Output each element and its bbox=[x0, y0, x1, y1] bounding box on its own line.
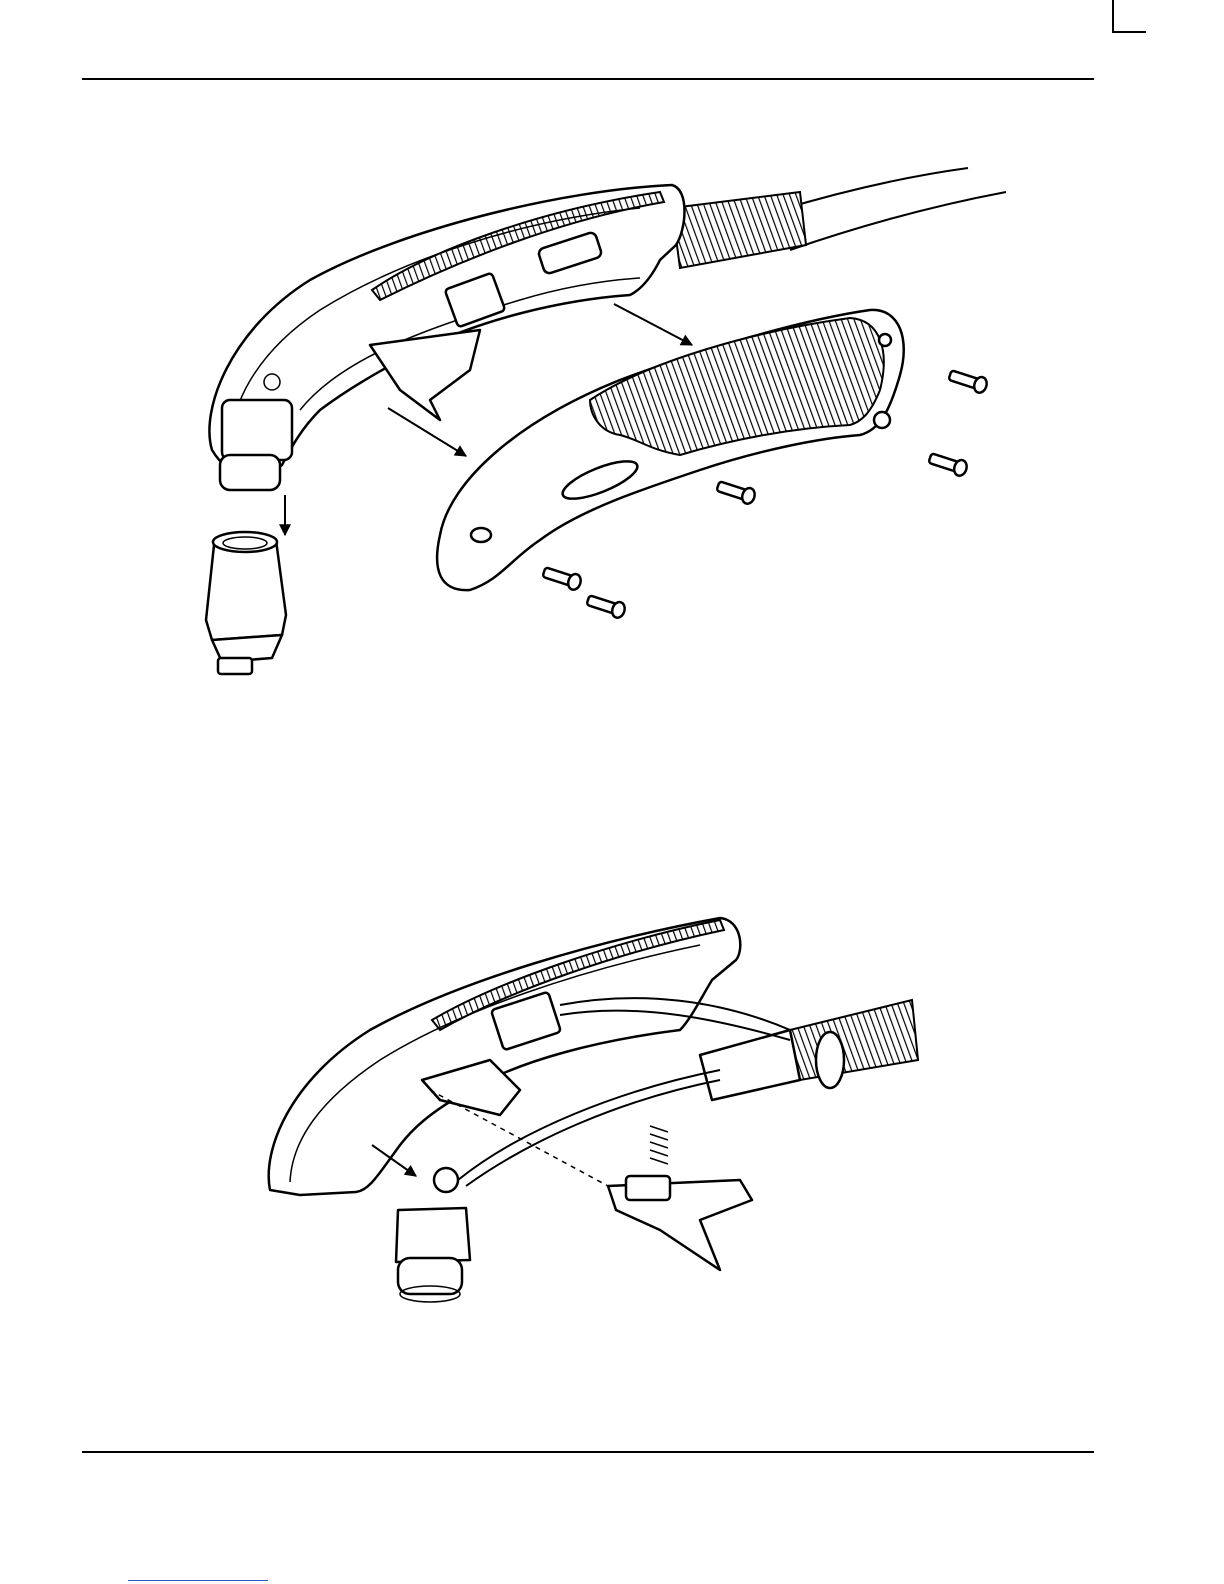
figure-trigger-disassembly bbox=[0, 890, 1224, 1320]
footer-rule bbox=[82, 1451, 1094, 1453]
retaining-cup bbox=[206, 495, 286, 674]
trigger-assembly bbox=[430, 1090, 752, 1270]
header-rule bbox=[82, 78, 1094, 80]
removable-handle-half bbox=[437, 310, 904, 590]
footer-link-underline[interactable] bbox=[128, 1580, 268, 1581]
torch-lead bbox=[700, 1000, 918, 1100]
torch-head bbox=[372, 1145, 470, 1302]
torch-handle-half bbox=[269, 918, 741, 1195]
page-edge-mark bbox=[1112, 0, 1146, 33]
torch-lead bbox=[672, 168, 1006, 268]
spring bbox=[650, 1126, 668, 1164]
figure-handle-disassembly bbox=[0, 150, 1224, 710]
